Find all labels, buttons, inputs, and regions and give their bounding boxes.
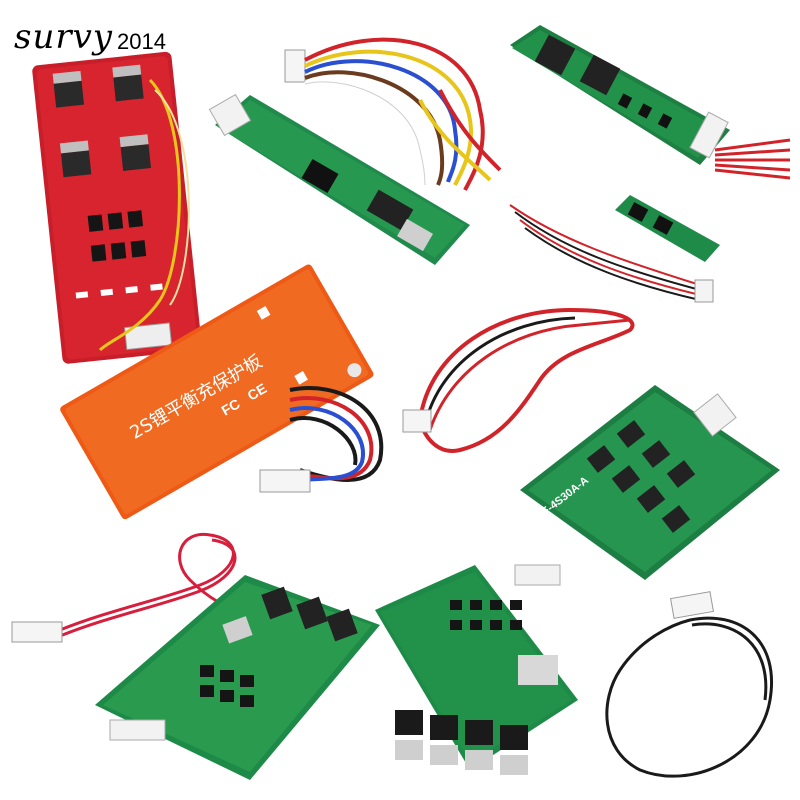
connector-icon (669, 591, 715, 619)
red-twisted-cable (59, 533, 251, 638)
brand-year: 2014 (117, 28, 166, 54)
connector-icon (259, 469, 311, 493)
watermark-logo: survy 2014 (14, 14, 166, 54)
multicolor-wire-bundle (304, 37, 502, 191)
green-board-with-red-cable (95, 575, 380, 780)
green-board-with-heatsinks: SC-L1... (375, 564, 578, 775)
connector-icon (124, 322, 173, 351)
connector-icon (514, 564, 561, 586)
brand-script: survy (14, 17, 114, 57)
board-model-label: SC-L1... (553, 717, 574, 751)
black-cable-loop (605, 616, 773, 778)
orange-board-wires (289, 386, 384, 482)
connector-icon (693, 393, 737, 437)
small-green-bms-board (615, 195, 720, 262)
connector-icon (694, 279, 714, 303)
connector-icon (284, 49, 306, 83)
green-long-balance-board (208, 93, 470, 265)
connector-icon (402, 409, 432, 433)
orange-2s-balance-board: 2S锂平衡充保护板 FC CE (60, 264, 374, 520)
green-4s-30a-board: LF-4S30A-A (520, 385, 780, 580)
red-cable-loop (418, 307, 635, 453)
thin-wire-bundle (509, 204, 701, 301)
red-4s-bms-board (32, 51, 202, 364)
green-5s-bms-board (510, 25, 730, 165)
connector-icon (109, 719, 166, 741)
red-wire-bundle (714, 138, 791, 180)
connector-icon (11, 621, 63, 643)
connector-icon (689, 111, 729, 159)
